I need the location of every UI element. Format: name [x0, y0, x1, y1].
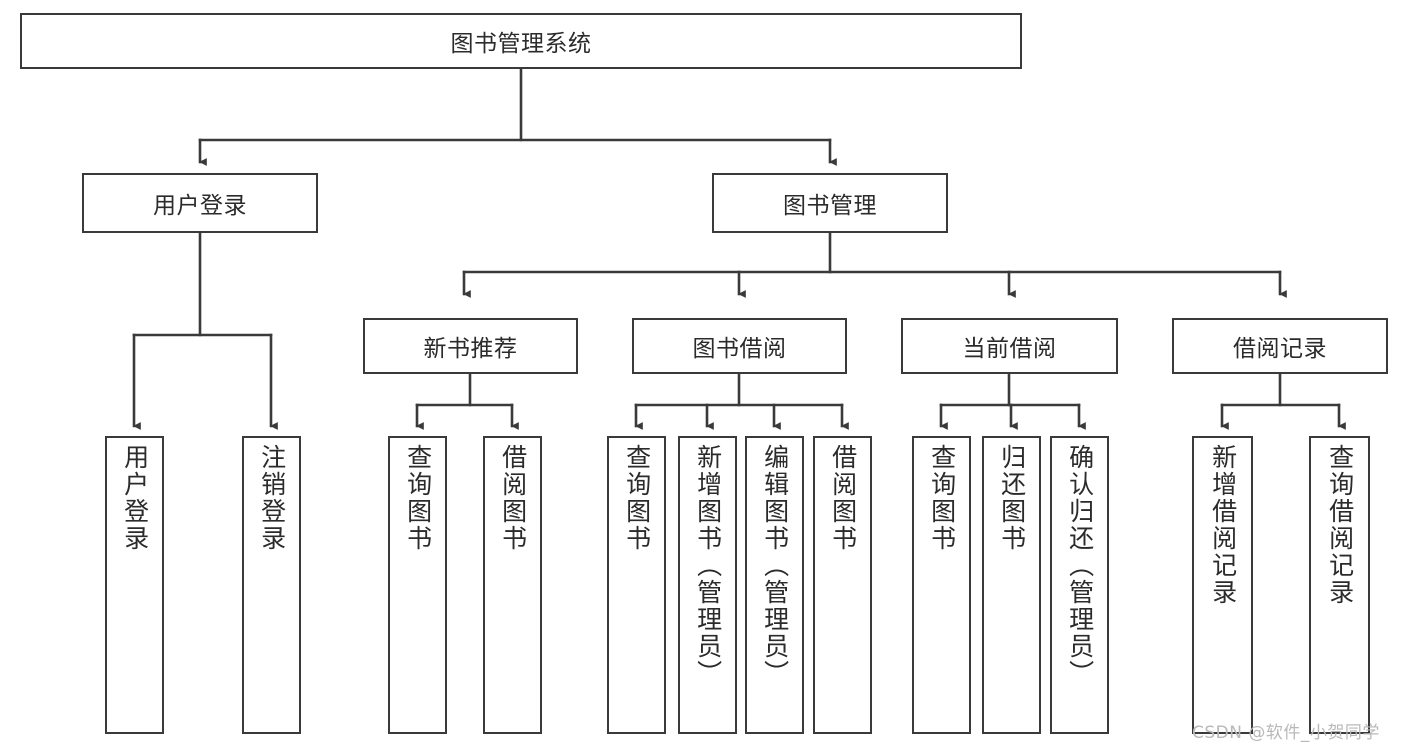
node-current-borrow[interactable]: 当前借阅 — [901, 318, 1118, 374]
node-label: 借阅图书 — [498, 444, 528, 552]
node-new-book-recommend[interactable]: 新书推荐 — [363, 318, 578, 374]
leaf-book-borrow-borrow[interactable]: 借阅图书 — [813, 436, 872, 734]
leaf-user-login-login[interactable]: 用户登录 — [105, 436, 164, 734]
leaf-current-borrow-return[interactable]: 归还图书 — [982, 436, 1041, 734]
node-root-book-management-system[interactable]: 图书管理系统 — [20, 13, 1022, 69]
node-label: 图书管理系统 — [450, 31, 592, 57]
node-label: 借阅记录 — [1233, 336, 1327, 362]
node-label: 新增借阅记录 — [1208, 444, 1238, 606]
node-label: 新书推荐 — [423, 336, 518, 362]
leaf-new-book-borrow[interactable]: 借阅图书 — [483, 436, 542, 734]
leaf-book-borrow-add-admin[interactable]: 新增图书（管理员） — [678, 436, 737, 734]
leaf-borrow-record-add[interactable]: 新增借阅记录 — [1192, 436, 1253, 734]
leaf-new-book-query[interactable]: 查询图书 — [388, 436, 447, 734]
node-book-management[interactable]: 图书管理 — [712, 173, 948, 233]
node-label: 确认归还（管理员） — [1065, 444, 1095, 687]
leaf-current-borrow-confirm-return-admin[interactable]: 确认归还（管理员） — [1050, 436, 1109, 734]
node-label: 用户登录 — [153, 193, 247, 219]
leaf-book-borrow-edit-admin[interactable]: 编辑图书（管理员） — [745, 436, 804, 734]
node-label: 查询借阅记录 — [1325, 444, 1355, 606]
node-label: 图书管理 — [783, 193, 877, 219]
node-label: 用户登录 — [120, 444, 150, 552]
node-label: 图书借阅 — [692, 336, 787, 362]
node-label: 编辑图书（管理员） — [760, 444, 790, 687]
node-label: 查询图书 — [403, 444, 433, 552]
node-borrow-record[interactable]: 借阅记录 — [1172, 318, 1388, 374]
csdn-watermark: CSDN @软件_小贺同学 — [1192, 723, 1380, 743]
node-label: 当前借阅 — [962, 336, 1057, 362]
leaf-borrow-record-query[interactable]: 查询借阅记录 — [1309, 436, 1370, 734]
leaf-user-login-logout[interactable]: 注销登录 — [242, 436, 301, 734]
node-label: 归还图书 — [997, 444, 1027, 552]
node-user-login[interactable]: 用户登录 — [82, 173, 318, 233]
leaf-book-borrow-query[interactable]: 查询图书 — [607, 436, 666, 734]
node-label: 新增图书（管理员） — [693, 444, 723, 687]
node-label: 注销登录 — [257, 444, 287, 552]
node-book-borrow[interactable]: 图书借阅 — [632, 318, 847, 374]
node-label: 查询图书 — [927, 444, 957, 552]
node-label: 借阅图书 — [828, 444, 858, 552]
node-label: 查询图书 — [622, 444, 652, 552]
leaf-current-borrow-query[interactable]: 查询图书 — [912, 436, 971, 734]
